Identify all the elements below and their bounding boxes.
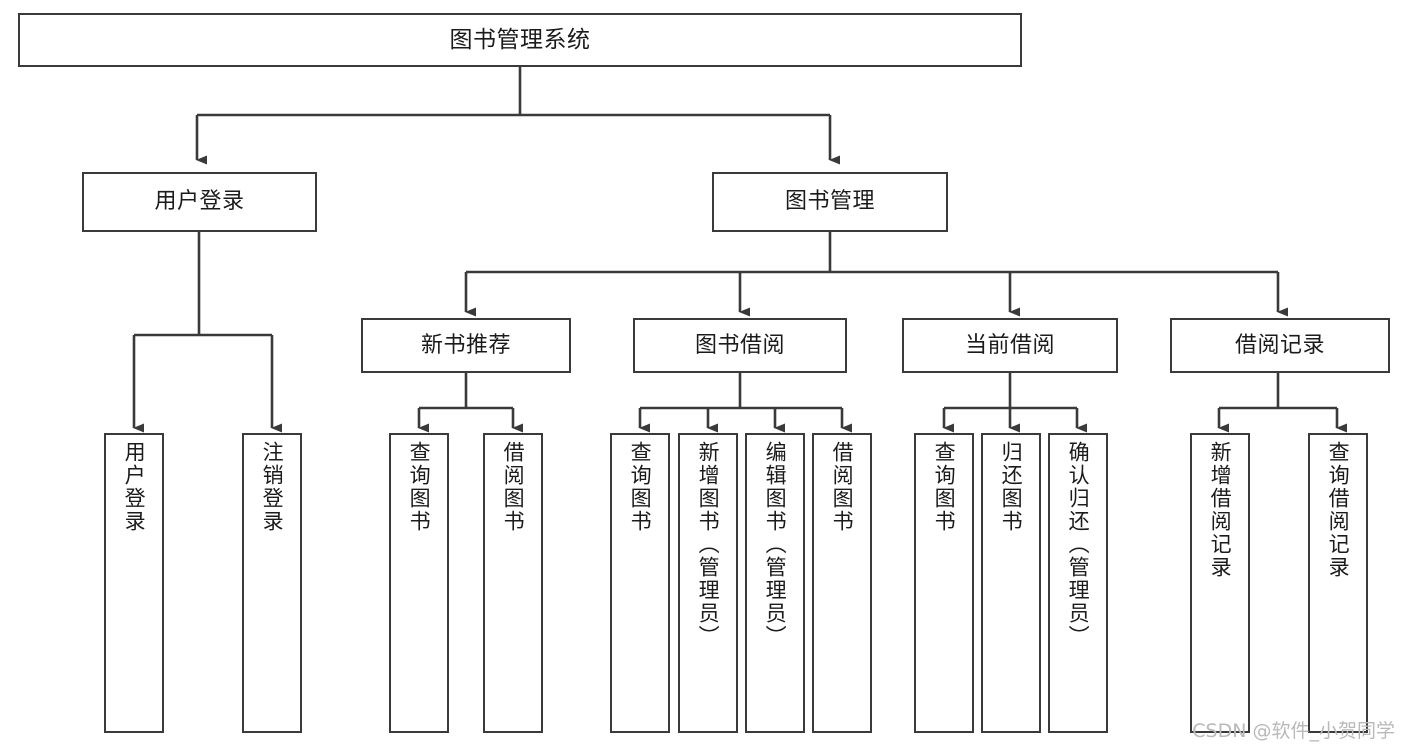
leaf-return-books[interactable]: 归还图书 — [981, 433, 1041, 733]
node-label: 注销登录 — [260, 441, 285, 533]
leaf-user-login[interactable]: 用户登录 — [104, 433, 164, 733]
node-label: 新书推荐 — [420, 332, 511, 358]
leaf-add-book-admin[interactable]: 新增图书（管理员） — [678, 433, 738, 733]
leaf-logout-login[interactable]: 注销登录 — [242, 433, 302, 733]
leaf-query-books-borrow[interactable]: 查询图书 — [610, 433, 670, 733]
leaf-add-borrow-record[interactable]: 新增借阅记录 — [1190, 433, 1250, 733]
node-label: 查询借阅记录 — [1326, 441, 1351, 579]
leaf-edit-book-admin[interactable]: 编辑图书（管理员） — [745, 433, 805, 733]
leaf-confirm-return-admin[interactable]: 确认归还（管理员） — [1048, 433, 1108, 733]
node-borrow-record[interactable]: 借阅记录 — [1170, 318, 1390, 373]
node-label: 确认归还（管理员） — [1066, 441, 1091, 648]
node-label: 图书借阅 — [694, 332, 785, 358]
csdn-watermark: CSDN @软件_小贺同学 — [1192, 720, 1395, 742]
node-label: 编辑图书（管理员） — [763, 441, 788, 648]
node-label: 新增图书（管理员） — [696, 441, 721, 648]
node-new-book-recommend[interactable]: 新书推荐 — [361, 318, 571, 373]
node-user-login[interactable]: 用户登录 — [82, 172, 317, 232]
node-current-borrow[interactable]: 当前借阅 — [902, 318, 1118, 373]
leaf-borrow-books-borrow[interactable]: 借阅图书 — [812, 433, 872, 733]
leaf-query-books-recommend[interactable]: 查询图书 — [389, 433, 449, 733]
node-label: 用户登录 — [154, 189, 245, 215]
leaf-borrow-books-recommend[interactable]: 借阅图书 — [483, 433, 543, 733]
node-label: 图书管理 — [784, 189, 875, 215]
node-label: 新增借阅记录 — [1208, 441, 1233, 579]
node-label: 查询图书 — [932, 441, 957, 533]
node-book-management[interactable]: 图书管理 — [712, 172, 948, 232]
node-label: 借阅记录 — [1234, 332, 1325, 358]
node-label: 借阅图书 — [830, 441, 855, 533]
node-label: 图书管理系统 — [449, 26, 591, 53]
node-book-borrow[interactable]: 图书借阅 — [633, 318, 847, 373]
leaf-query-books-current[interactable]: 查询图书 — [914, 433, 974, 733]
node-label: 归还图书 — [999, 441, 1024, 533]
node-root-book-management-system[interactable]: 图书管理系统 — [18, 13, 1022, 67]
node-label: 用户登录 — [122, 441, 147, 533]
node-label: 查询图书 — [628, 441, 653, 533]
leaf-query-borrow-record[interactable]: 查询借阅记录 — [1308, 433, 1368, 733]
node-label: 当前借阅 — [964, 332, 1055, 358]
node-label: 借阅图书 — [501, 441, 526, 533]
node-label: 查询图书 — [407, 441, 432, 533]
